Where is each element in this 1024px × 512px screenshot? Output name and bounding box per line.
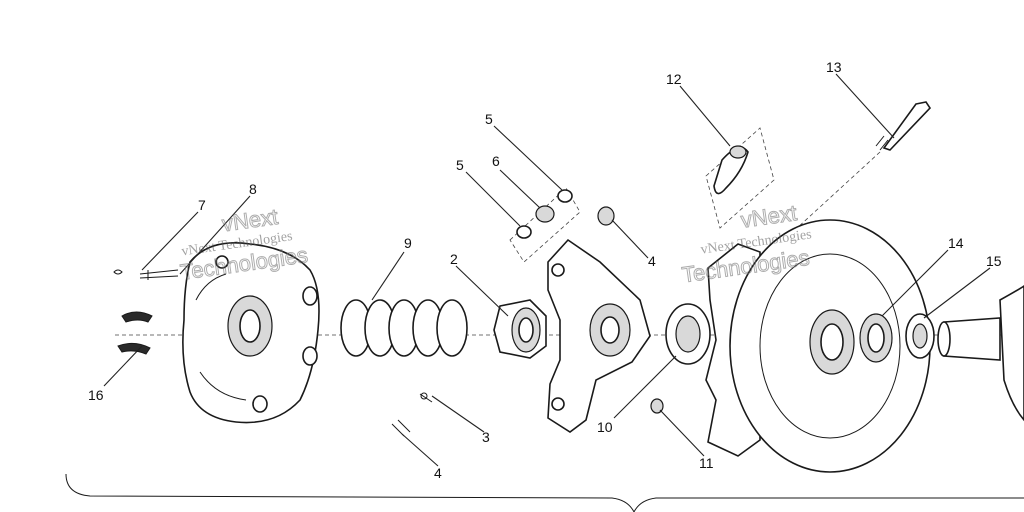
callout-6: 6	[492, 153, 500, 169]
part-7-8-screw	[113, 269, 179, 280]
drive-shaft	[937, 285, 1024, 422]
callout-3: 3	[482, 429, 490, 445]
callout-2: 2	[450, 251, 458, 267]
assembly-bracket	[65, 473, 1024, 512]
part-4-roller-upper	[597, 206, 615, 226]
callout-5-lower: 5	[456, 157, 464, 173]
part-16-bolts	[117, 311, 153, 355]
callout-12: 12	[666, 71, 682, 87]
part-2-nut	[493, 299, 547, 359]
callout-9: 9	[404, 235, 412, 251]
callout-4-lower: 4	[434, 465, 442, 481]
callout-7: 7	[198, 197, 206, 213]
spider-arm	[547, 238, 651, 433]
leader-lines	[103, 73, 991, 467]
part-3-pin	[419, 392, 433, 403]
callout-13: 13	[826, 59, 842, 75]
callout-5-upper: 5	[485, 111, 493, 127]
part-14-bushing	[859, 313, 893, 363]
part-4-roller-lower	[391, 419, 411, 437]
part-15-washer	[905, 313, 935, 359]
callout-11: 11	[699, 455, 714, 471]
part-10-washer	[665, 303, 711, 365]
clutch-sheave	[705, 219, 931, 473]
part-5-6-washers	[509, 187, 581, 263]
callout-15: 15	[986, 253, 1002, 269]
watermark-right-outline-top: vNext	[739, 200, 798, 233]
part-9-spring	[340, 299, 468, 357]
part-12-shoe	[705, 127, 775, 229]
drive-cover	[182, 242, 320, 424]
callout-4-upper: 4	[648, 253, 656, 269]
callout-16: 16	[88, 387, 104, 403]
callout-8: 8	[249, 181, 257, 197]
callout-10: 10	[597, 419, 613, 435]
callout-14: 14	[948, 235, 964, 251]
part-11-nut	[650, 398, 664, 414]
